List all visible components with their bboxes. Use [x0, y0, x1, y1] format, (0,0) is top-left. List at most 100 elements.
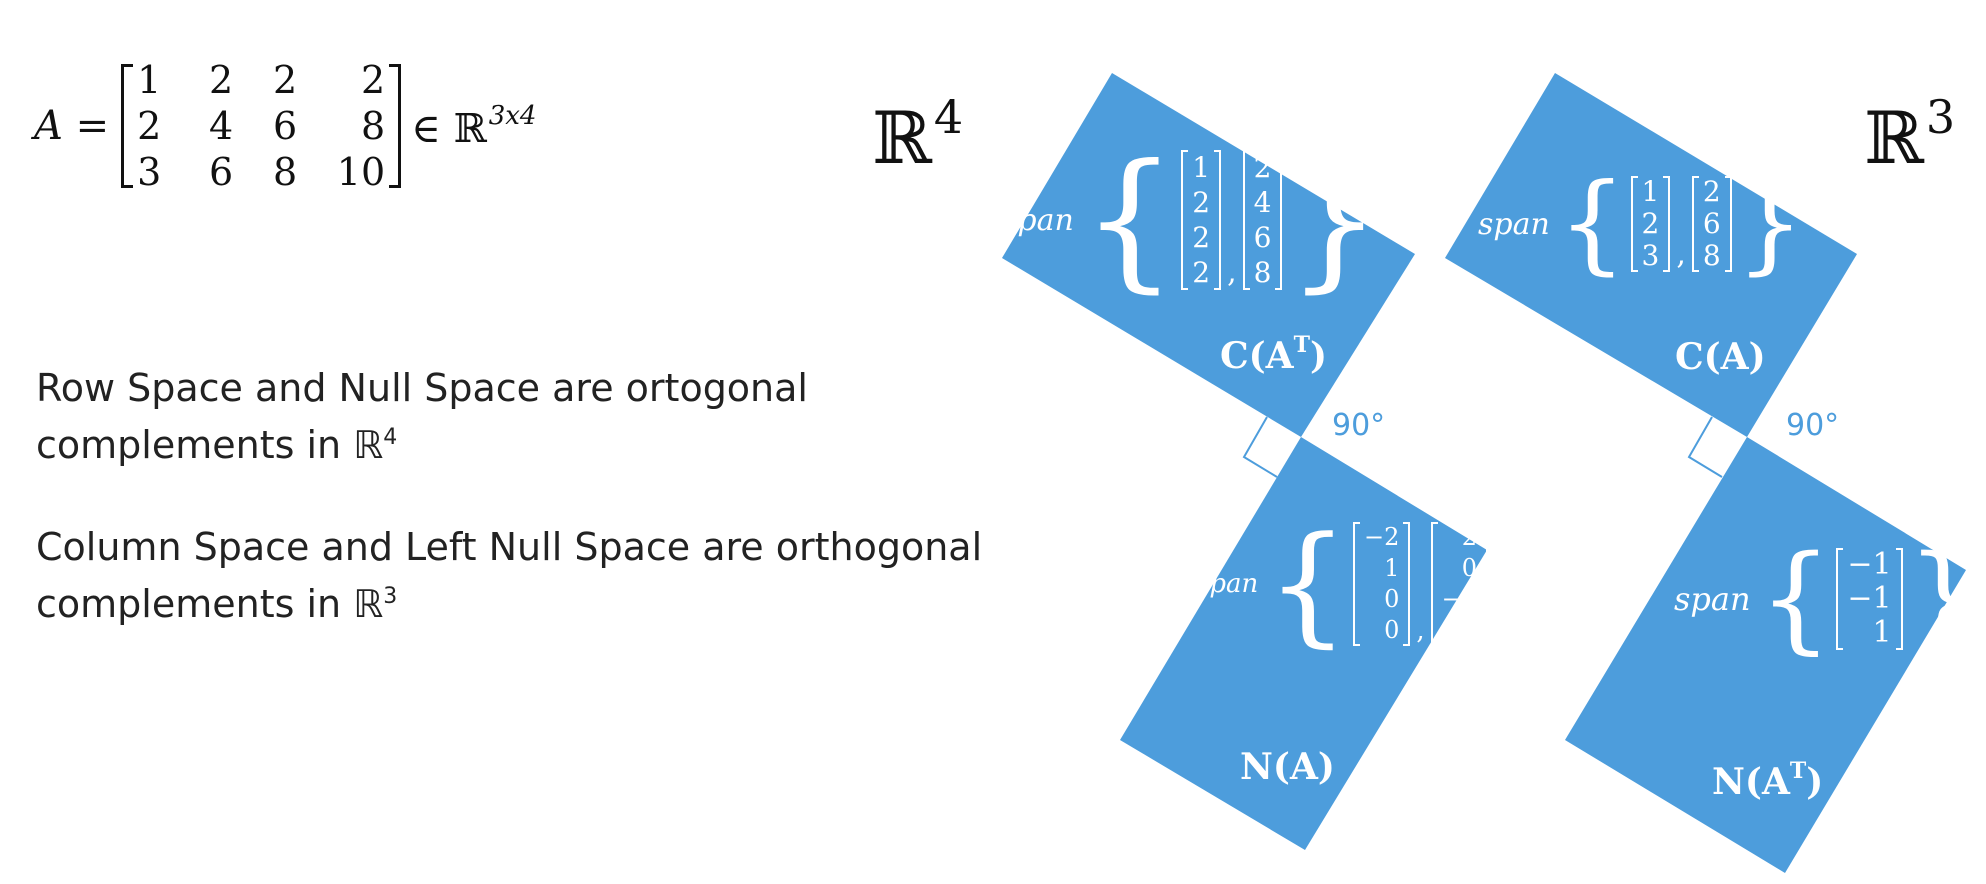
vector-bracket-left: [1181, 150, 1189, 290]
brace-left: {: [1758, 530, 1833, 666]
matrix-lhs: A =: [34, 103, 110, 149]
vector-bracket-right: [1724, 176, 1732, 272]
vector-bracket-left: [1242, 150, 1250, 290]
column-vector: 2 0 −2 1: [1430, 522, 1488, 646]
left-null-space-label-end: ): [1806, 761, 1824, 803]
matrix-cell: 6: [273, 104, 298, 148]
brace-right: }: [1735, 160, 1805, 286]
column-vector: −2 1 0 0: [1352, 522, 1411, 646]
row-space-panel: [1002, 73, 1415, 437]
statement-row-null: Row Space and Null Space are ortogonal c…: [36, 363, 956, 470]
vector-entry: 1: [1192, 151, 1211, 184]
vector-separator: ,: [1676, 237, 1686, 272]
vector-bracket-right: [1895, 548, 1903, 650]
vector-entry: −2: [1441, 585, 1477, 613]
vector-values: 1 2 3: [1638, 176, 1664, 272]
column-space-span: span { 1 2 3 , 2 6 8 }: [1478, 160, 1806, 286]
vector-bracket-right: [1481, 522, 1488, 646]
null-space-label: N(A): [1240, 746, 1335, 788]
vector-entry: −1: [1847, 581, 1892, 616]
vector-entry: 2: [1461, 523, 1477, 551]
row-space-span: span { 1 2 2 2 , 2 4 6 8 }: [1002, 133, 1384, 307]
row-space-label: C(AT): [1220, 332, 1327, 377]
matrix-bracket-right: [389, 64, 402, 188]
span-word: span: [1196, 569, 1259, 599]
matrix-cell: 2: [273, 58, 298, 102]
column-vector: 1 2 2 2: [1181, 150, 1222, 290]
vector-entry: 0: [1461, 554, 1477, 582]
r3-symbol: ℝ3: [1864, 90, 1955, 180]
left-null-space-label: N(AT): [1712, 758, 1823, 803]
vector-entry: 1: [1641, 175, 1660, 208]
vector-bracket-left: [1836, 548, 1844, 650]
vector-bracket-right: [1663, 176, 1671, 272]
brace-left: {: [1081, 133, 1178, 307]
brace-right: }: [1906, 530, 1981, 666]
matrix-cell: 4: [209, 104, 234, 148]
matrix-cell: 8: [360, 104, 386, 148]
row-space-label-sup: T: [1293, 332, 1310, 358]
vector-entry: 2: [1253, 151, 1272, 184]
vector-entry: −1: [1847, 547, 1892, 582]
brace-left: {: [1557, 160, 1627, 286]
column-space-label: C(A): [1675, 336, 1766, 378]
left-null-space-span: span { −1 −1 1 }: [1674, 530, 1982, 666]
right-angle-marker-right: [1687, 416, 1723, 478]
vector-bracket-left: [1352, 522, 1360, 646]
vector-entry: 8: [1253, 256, 1272, 289]
vector-entry: 1: [1384, 554, 1400, 582]
left-null-space-panel: [1565, 437, 1966, 873]
r3-exp: 3: [1925, 90, 1956, 144]
vector-separator: ,: [1416, 616, 1425, 646]
vector-entry: 6: [1253, 221, 1272, 254]
vector-values: 1 2 2 2: [1188, 150, 1214, 290]
vector-values: −2 1 0 0: [1360, 522, 1403, 646]
brace-left: {: [1266, 508, 1349, 660]
matrix-cell: 8: [273, 150, 298, 194]
span-word: span: [1002, 202, 1074, 238]
statement-col-leftnull: Column Space and Left Null Space are ort…: [36, 522, 1136, 629]
brace-right: }: [1492, 508, 1575, 660]
left-null-space-label-sup: T: [1789, 758, 1807, 784]
span-word: span: [1674, 580, 1751, 618]
r4-exp: 4: [933, 90, 964, 144]
vector-values: 2 4 6 8: [1250, 150, 1276, 290]
column-space-panel: [1445, 73, 1857, 437]
column-vector: 2 4 6 8: [1242, 150, 1283, 290]
statement-col-leftnull-exp: 3: [383, 584, 398, 609]
vector-bracket-right: [1403, 522, 1411, 646]
matrix-cell: 10: [336, 150, 386, 194]
vector-entry: 2: [1641, 207, 1660, 240]
column-vector: −1 −1 1: [1836, 548, 1903, 650]
column-vector: 1 2 3: [1630, 176, 1671, 272]
statement-row-null-text: Row Space and Null Space are ortogonal c…: [36, 366, 808, 467]
vector-entry: 1: [1872, 615, 1892, 650]
vector-entry: 6: [1702, 207, 1721, 240]
vector-bracket-left: [1630, 176, 1638, 272]
matrix-rhs-base: ∈ ℝ: [411, 105, 487, 152]
vector-entry: 4: [1253, 186, 1272, 219]
row-space-label-end: ): [1310, 335, 1328, 377]
vector-entry: 0: [1384, 616, 1400, 644]
row-space-label-main: C(A: [1220, 335, 1294, 377]
vector-entry: 2: [1702, 175, 1721, 208]
matrix-definition: A = 1 2 2 2 2 4 6 8 3 6 8 10 ∈ ℝ3x4: [34, 58, 536, 194]
matrix-cell: 2: [209, 58, 234, 102]
vector-bracket-right: [1275, 150, 1283, 290]
vector-entry: 2: [1192, 221, 1211, 254]
vector-entry: 3: [1641, 239, 1660, 272]
vector-entry: 2: [1192, 256, 1211, 289]
matrix-membership: ∈ ℝ3x4: [411, 101, 536, 152]
matrix-rhs-exp: 3x4: [488, 100, 537, 131]
left-null-space-label-main: N(A: [1712, 761, 1790, 803]
vector-separator: ,: [1227, 255, 1237, 290]
vector-values: 2 0 −2 1: [1438, 522, 1481, 646]
right-angle-marker-left: [1242, 416, 1278, 478]
matrix-cell: 1: [137, 58, 162, 102]
angle-label-left: 90°: [1332, 408, 1386, 443]
vector-values: −1 −1 1: [1843, 548, 1895, 650]
matrix-cell: 2: [137, 104, 162, 148]
r3-base: ℝ: [1864, 96, 1924, 180]
null-space-panel: [1120, 437, 1487, 850]
